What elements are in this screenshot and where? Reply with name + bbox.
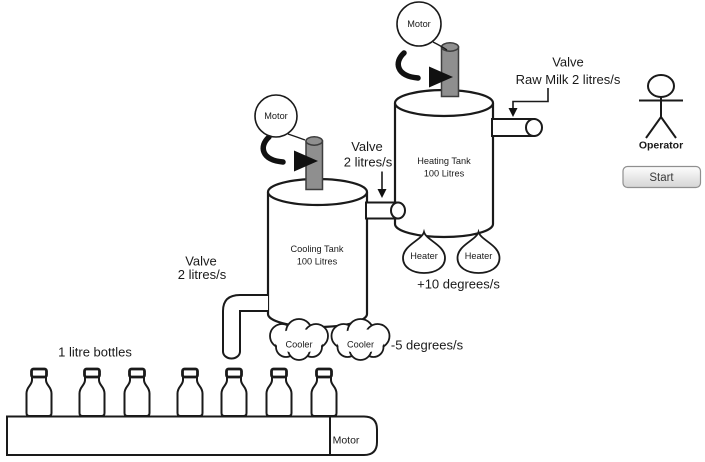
heating-tank: Motor Heating Tank 100 Litres	[393, 1, 495, 239]
heating-tank-name: Heating Tank	[417, 156, 471, 166]
heating-motor-link-line	[432, 41, 448, 51]
cooling-motor-link-line	[287, 133, 306, 141]
heater-right-label: Heater	[465, 251, 493, 261]
cooling-rate-label: -5 degrees/s	[391, 338, 464, 353]
heater-left: Heater	[402, 231, 446, 274]
cooling-tank: Motor Cooling Tank 100 Litres	[254, 94, 369, 329]
cooling-agitator-shaft-top	[305, 136, 324, 146]
raw-milk-valve-detail: Raw Milk 2 litres/s	[516, 72, 621, 87]
raw-milk-inlet-pipe	[491, 118, 543, 137]
transfer-valve-rate: 2 litres/s	[344, 155, 393, 170]
cooling-tank-capacity: 100 Litres	[297, 257, 338, 267]
heating-motor-label: Motor	[407, 19, 431, 29]
cooler-right-label: Cooler	[347, 340, 374, 350]
outlet-valve-label: Valve 2 litres/s	[178, 254, 227, 283]
operator-figure: Operator	[639, 74, 683, 152]
heating-rate-label: +10 degrees/s	[417, 277, 500, 292]
outlet-valve-title: Valve	[185, 254, 217, 269]
bottles-caption: 1 litre bottles	[58, 345, 132, 360]
heating-agitator-shaft-top	[440, 42, 460, 52]
raw-milk-valve-leader-line	[512, 88, 549, 110]
transfer-valve-title: Valve	[351, 139, 383, 154]
heating-tank-capacity: 100 Litres	[424, 169, 465, 179]
raw-milk-pipe-end-cap	[525, 118, 543, 137]
heating-motor-circle	[396, 1, 442, 47]
bottle	[78, 367, 106, 418]
start-button-face[interactable]	[622, 165, 702, 189]
bottle	[310, 367, 338, 418]
cooling-agitator-shaft	[305, 140, 324, 191]
operator-leg-right	[660, 116, 677, 139]
outlet-elbow-pipe	[222, 294, 268, 360]
transfer-valve-label: Valve 2 litres/s	[344, 139, 393, 198]
raw-milk-valve-label: Valve Raw Milk 2 litres/s	[508, 55, 621, 117]
conveyor-belt-body	[6, 415, 378, 456]
transfer-pipe	[365, 201, 406, 220]
heating-tank-body	[393, 103, 495, 239]
operator-head	[647, 74, 675, 98]
heating-agitator-shaft	[440, 46, 460, 98]
cooler-left-label: Cooler	[285, 340, 312, 350]
cooler-left: Cooler	[269, 318, 329, 361]
raw-milk-valve-title: Valve	[552, 55, 584, 70]
bottle	[176, 367, 204, 418]
conveyor-motor-label: Motor	[333, 435, 360, 447]
start-button-label[interactable]: Start	[649, 172, 674, 184]
outlet-valve-rate: 2 litres/s	[178, 267, 227, 282]
heater-left-label: Heater	[410, 251, 438, 261]
cooling-motor-circle	[254, 94, 298, 138]
heater-right: Heater	[456, 231, 501, 274]
bottle-row	[25, 367, 338, 418]
raw-milk-valve-arrow-icon	[508, 108, 518, 117]
bottle	[265, 367, 293, 418]
start-button[interactable]: Start	[622, 165, 702, 189]
bottle	[220, 367, 248, 418]
cooling-tank-name: Cooling Tank	[291, 244, 344, 254]
transfer-pipe-end-cap	[390, 201, 406, 220]
bottle	[123, 367, 151, 418]
conveyor-belt: Motor	[6, 415, 378, 456]
cooler-right: Cooler	[330, 318, 391, 361]
operator-leg-left	[645, 116, 662, 139]
bottle	[25, 367, 53, 418]
transfer-valve-arrow-icon	[377, 189, 387, 198]
cooling-motor-label: Motor	[264, 111, 288, 121]
operator-label: Operator	[639, 140, 683, 152]
